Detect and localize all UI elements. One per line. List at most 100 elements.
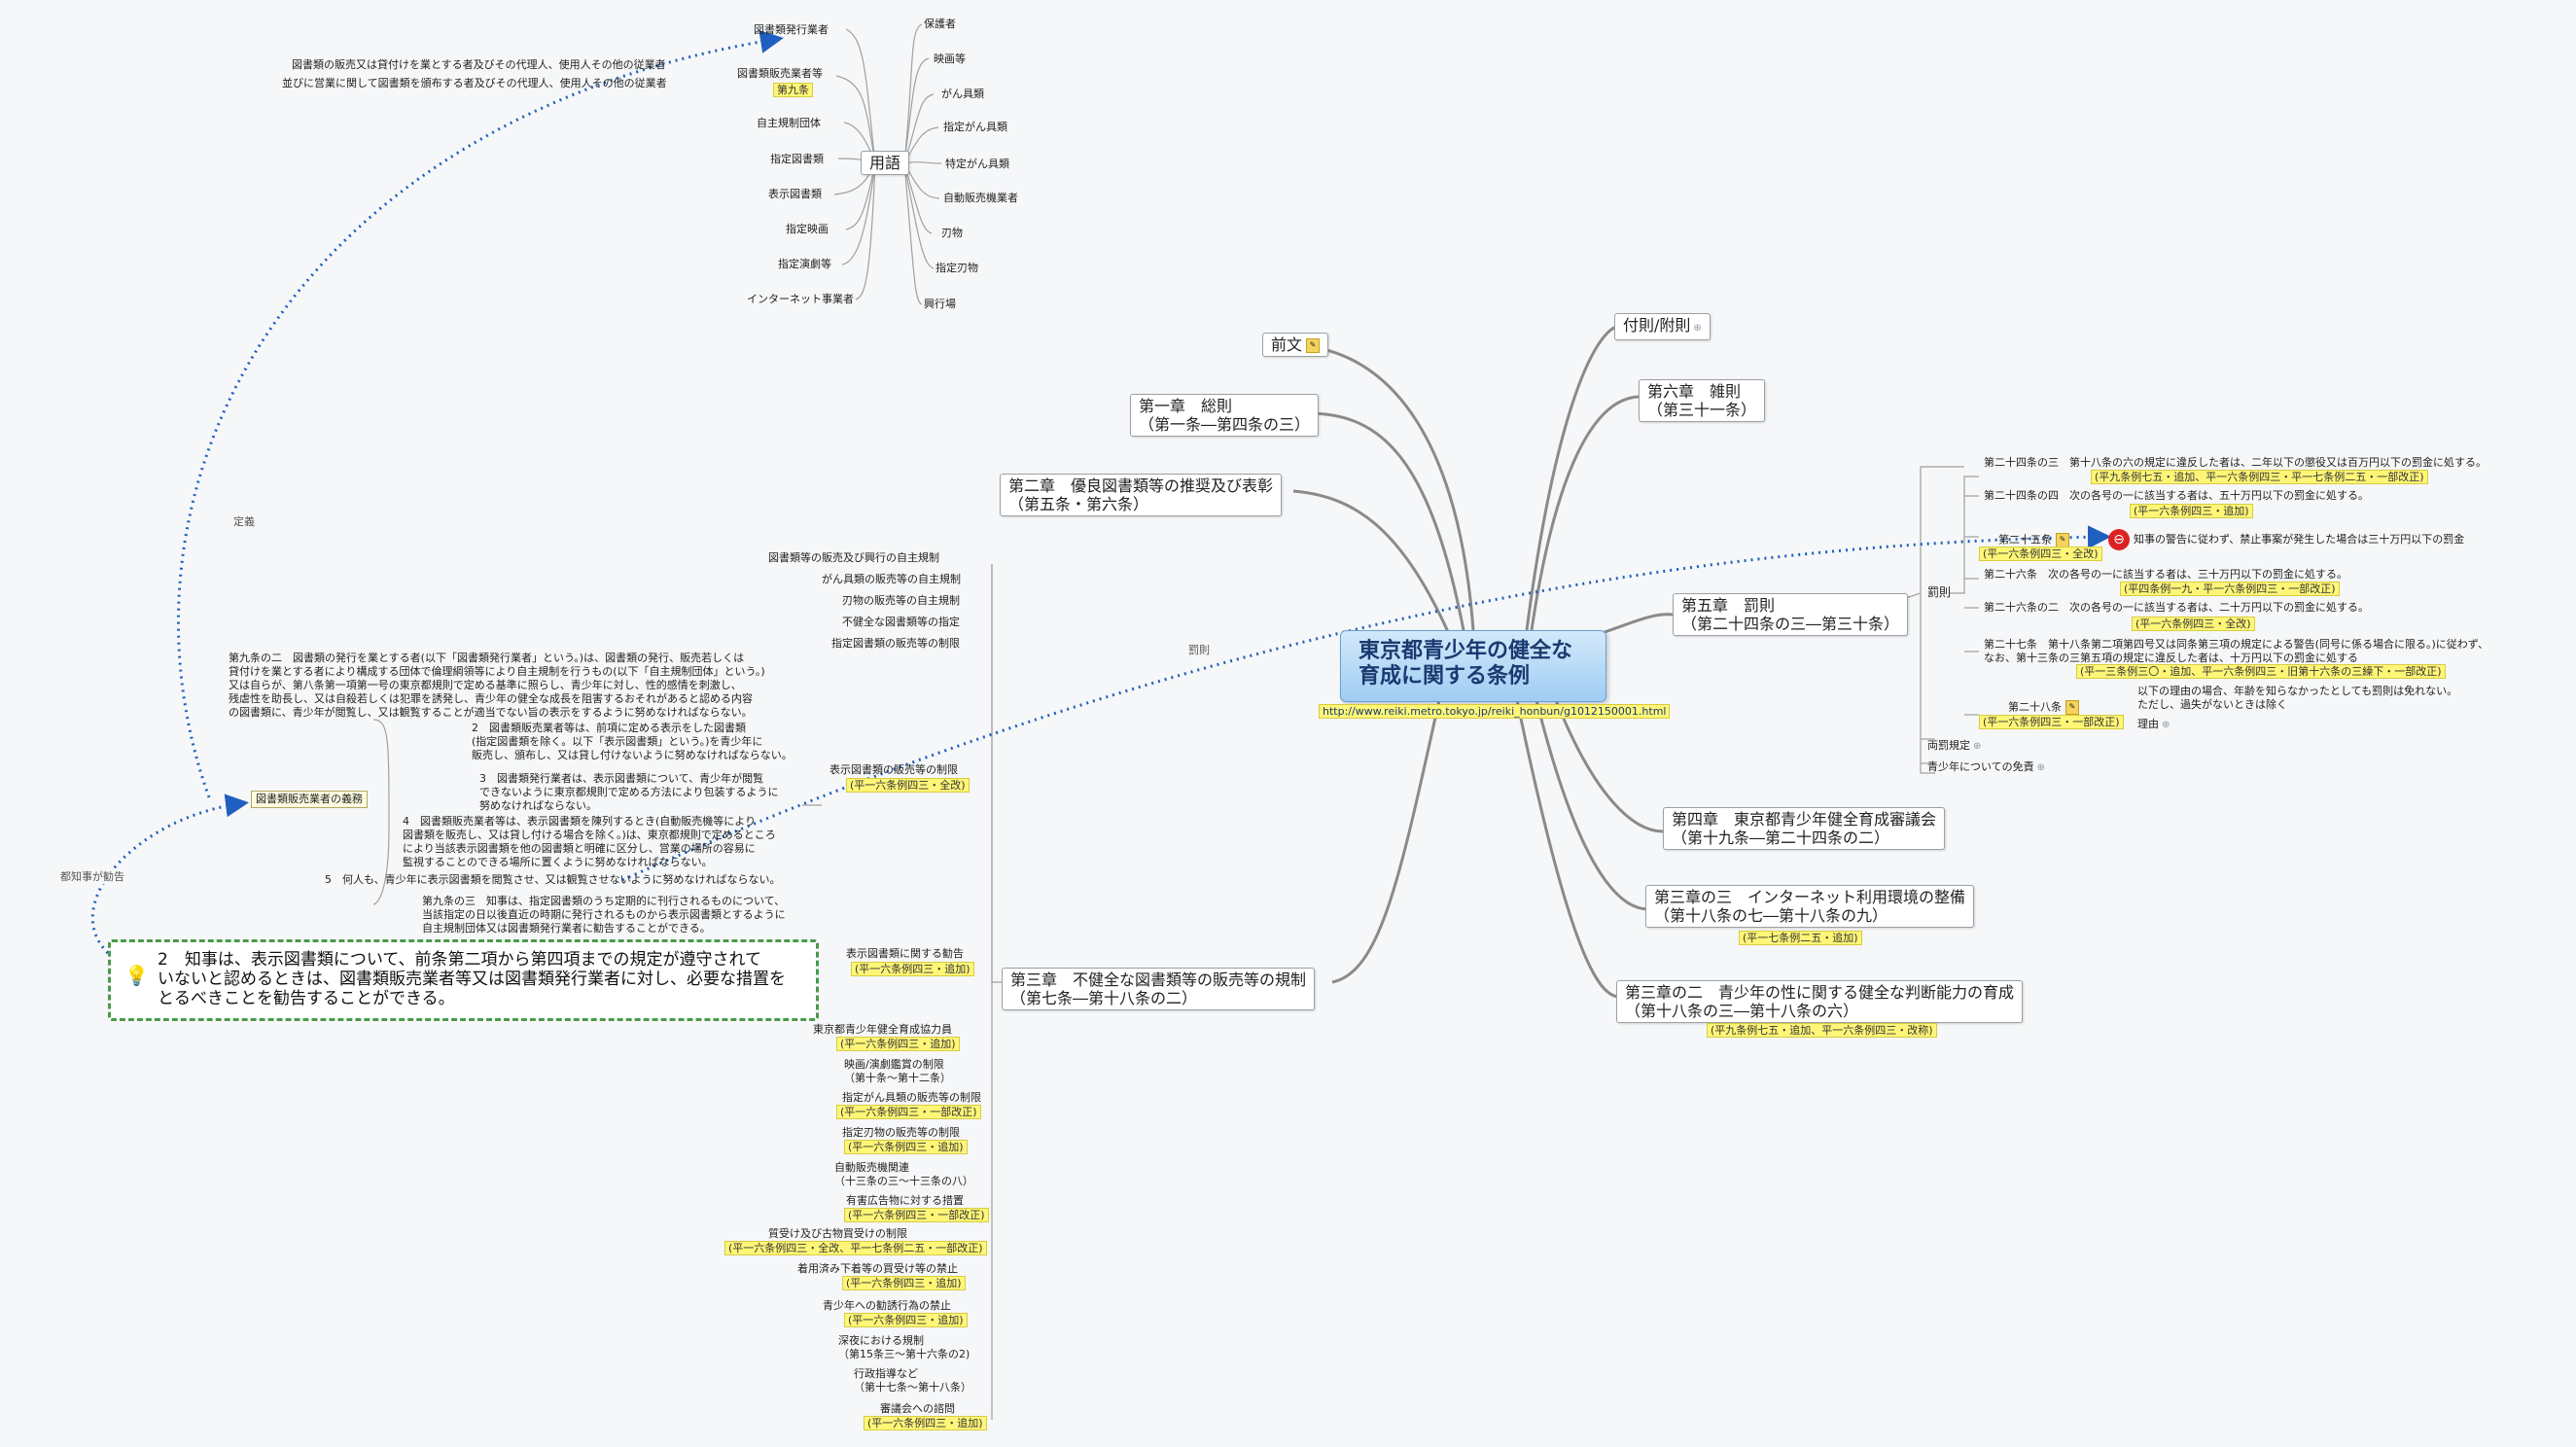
yogo-item[interactable]: 自主規制団体 — [757, 117, 821, 129]
penalty-note-3: (平四条例一九・平一六条例四三・一部改正) — [2120, 582, 2340, 596]
yogo-item[interactable]: 興行場 — [924, 298, 956, 310]
sansho-item[interactable]: 刃物の販売等の自主規制 — [842, 594, 960, 607]
yogo-item[interactable]: 指定がん具類 — [943, 121, 1007, 133]
penalty-25[interactable]: 第二十五条✎ — [1998, 533, 2069, 547]
penalty-27[interactable]: 第二十七条 第十八条第二項第四号又は同条第三項の規定による警告(同号に係る場合に… — [1984, 638, 2488, 664]
branch-rokusho — [1530, 395, 1640, 631]
sansho-item[interactable]: 着用済み下着等の買受け等の禁止 — [797, 1262, 958, 1275]
branch-yonsho — [1554, 699, 1664, 833]
penalty-note-6: (平一六条例四三・一部改正) — [1979, 715, 2124, 729]
sansho-item[interactable]: 自動販売機関連 （十三条の三～十三条の八） — [834, 1161, 973, 1187]
topic-issho[interactable]: 第一章 総則 （第一条―第四条の三） — [1130, 394, 1320, 437]
central-topic[interactable]: 東京都青少年の健全な 育成に関する条例 — [1340, 630, 1606, 702]
sansho-item[interactable]: 指定刃物の販売等の制限 — [842, 1126, 960, 1139]
yogo-item[interactable]: 指定刃物 — [935, 262, 978, 274]
sansho-item[interactable]: 映画/演劇鑑賞の制限 （第十条～第十二条） — [844, 1058, 951, 1084]
sansho-item[interactable]: 不健全な図書類等の指定 — [842, 616, 960, 628]
topic-ryobatsu[interactable]: 両罰規定⊕ — [1927, 739, 1982, 752]
kankoku-callout[interactable]: 💡 2 知事は、表示図書類について、前条第二項から第四項までの規定が遵守されて … — [108, 939, 819, 1021]
sansho-item[interactable]: 東京都青少年健全育成協力員 — [813, 1023, 952, 1036]
yogo-item[interactable]: 保護者 — [924, 18, 956, 30]
relation-teigi-line — [177, 30, 784, 798]
sansho-hyoji-kankoku[interactable]: 表示図書類に関する勧告 — [846, 947, 964, 960]
yogo-item[interactable]: 指定図書類 — [770, 153, 824, 165]
penalty-label[interactable]: 罰則 — [1927, 585, 1952, 599]
sansho-item[interactable]: 指定図書類の販売等の制限 — [831, 637, 960, 650]
branch-nisho — [1292, 489, 1451, 635]
branch-sansho — [1331, 699, 1441, 984]
penalty-26-2[interactable]: 第二十六条の二 次の各号の一に該当する者は、二十万円以下の罰金に処する。 — [1984, 601, 2369, 614]
sansho-item[interactable]: 行政指導など （第十七条～第十八条） — [854, 1367, 971, 1394]
no-entry-icon: ⊖ — [2108, 529, 2130, 550]
relation-label-kankoku[interactable]: 都知事が勧告 — [60, 868, 124, 884]
yogo-item[interactable]: 刃物 — [941, 227, 963, 239]
topic-sansho[interactable]: 第三章 不健全な図書類等の販売等の規制 （第七条―第十八条の二） — [1002, 968, 1316, 1010]
sansho-item[interactable]: がん具類の販売等の自主規制 — [822, 573, 961, 585]
topic-yonsho[interactable]: 第四章 東京都青少年健全育成審議会 （第十九条―第二十四条の二） — [1663, 807, 1946, 850]
sansho-item[interactable]: 審議会への諮問 — [880, 1402, 955, 1415]
branch-fusoku — [1525, 324, 1620, 631]
yogo-item[interactable]: インターネット事業者 — [747, 293, 854, 305]
yogo-item[interactable]: 特定がん具類 — [945, 158, 1009, 170]
sansho2-note: (平九条例七五・追加、平一六条例四三・改称) — [1707, 1023, 1937, 1038]
topic-yogo[interactable]: 用語 — [861, 151, 910, 175]
topic-gimu[interactable]: 図書類販売業者の義務 — [251, 791, 368, 808]
sansho-note: (平一六条例四三・追加) — [836, 1037, 960, 1051]
penalty-24-3[interactable]: 第二十四条の三 第十八条の六の規定に違反した者は、二年以下の懲役又は百万円以下の… — [1984, 456, 2487, 469]
sansho-item[interactable]: 青少年への勧誘行為の禁止 — [823, 1299, 951, 1312]
sansho-note: (平一六条例四三・追加) — [844, 1313, 968, 1327]
yogo-item[interactable]: 指定演劇等 — [778, 258, 831, 270]
yogo-item[interactable]: 図書類販売業者等 — [737, 67, 823, 80]
penalty-28-reason[interactable]: 理由⊕ — [2137, 718, 2170, 730]
dealer-note: 図書類の販売又は貸付けを業とする者及びその代理人、使用人その他の従業者 — [292, 58, 666, 71]
yogo-item[interactable]: 表示図書類 — [768, 188, 822, 200]
light-bulb-icon: 💡 — [124, 964, 149, 987]
yogo-item[interactable]: 指定映画 — [786, 223, 829, 235]
sansho-item[interactable]: 質受け及び古物買受けの制限 — [768, 1227, 907, 1240]
article-9-2-p5: 5 何人も、青少年に表示図書類を閲覧させ、又は観覧させないように努めなければなら… — [325, 873, 781, 886]
topic-nisho[interactable]: 第二章 優良図書類等の推奨及び表彰 （第五条・第六条） — [1000, 474, 1283, 516]
article-9-3: 第九条の三 知事は、指定図書類のうち定期的に刊行されるものについて、 当該指定の… — [422, 895, 786, 935]
memo-icon: ✎ — [2056, 533, 2069, 547]
hyoji-seigen-note: (平一六条例四三・全改) — [846, 778, 970, 793]
penalty-25-desc[interactable]: ⊖知事の警告に従わず、禁止事案が発生した場合は三十万円以下の罰金 — [2108, 529, 2464, 550]
sansho-note: (平一六条例四三・一部改正) — [836, 1105, 981, 1119]
topic-sansho3[interactable]: 第三章の三 インターネット利用環境の整備 （第十八条の七―第十八条の九） — [1645, 885, 1975, 928]
topic-zenbun[interactable]: 前文✎ — [1262, 333, 1329, 357]
article-9-2: 第九条の二 図書類の発行を業とする者(以下「図書類発行業者」という。)は、図書類… — [229, 652, 765, 719]
sansho-hyoji-seigen[interactable]: 表示図書類の販売等の制限 — [829, 763, 958, 776]
penalty-note-0: (平九条例七五・追加、平一六条例四三・平一七条例二五・一部改正) — [2091, 470, 2428, 484]
memo-icon: ✎ — [2065, 700, 2079, 715]
sansho-item[interactable]: 指定がん具類の販売等の制限 — [842, 1091, 981, 1104]
relation-label-batsusoku[interactable]: 罰則 — [1188, 642, 1210, 657]
topic-gosho[interactable]: 第五章 罰則 （第二十四条の三―第三十条） — [1673, 593, 1909, 636]
penalty-26[interactable]: 第二十六条 次の各号の一に該当する者は、三十万円以下の罰金に処する。 — [1984, 568, 2347, 581]
topic-rokusho[interactable]: 第六章 雑則 （第三十一条） — [1639, 379, 1766, 422]
yogo-item[interactable]: 映画等 — [934, 53, 966, 65]
sansho-item[interactable]: 図書類等の販売及び興行の自主規制 — [768, 551, 939, 564]
sansho-item[interactable]: 有害広告物に対する措置 — [846, 1194, 964, 1207]
topic-menseki[interactable]: 青少年についての免責⊕ — [1927, 760, 2046, 773]
yogo-item[interactable]: 自動販売機業者 — [943, 192, 1018, 204]
branch-sansho3 — [1535, 699, 1649, 911]
sansho3-note: (平一七条例二五・追加) — [1739, 931, 1862, 945]
relation-label-teigi[interactable]: 定義 — [233, 513, 255, 529]
yogo-item[interactable]: 図書類発行業者 — [754, 23, 829, 36]
central-url[interactable]: http://www.reiki.metro.tokyo.jp/reiki_ho… — [1319, 704, 1671, 719]
sansho-note: (平一六条例四三・全改、平一七条例二五・一部改正) — [724, 1241, 987, 1255]
penalty-28[interactable]: 第二十八条✎ — [2008, 700, 2079, 715]
sansho-note: (平一六条例四三・追加) — [864, 1416, 987, 1430]
penalty-24-4[interactable]: 第二十四条の四 次の各号の一に該当する者は、五十万円以下の罰金に処する。 — [1984, 489, 2369, 502]
dealer-note: 並びに営業に関して図書類を頒布する者及びその代理人、使用人その他の従業者 — [282, 77, 667, 89]
sansho-note: (平一六条例四三・一部改正) — [844, 1208, 989, 1222]
topic-fusoku[interactable]: 付則/附則⊕ — [1614, 313, 1711, 340]
branch-issho — [1307, 411, 1465, 631]
article-9-2-p3: 3 図書類発行業者は、表示図書類について、青少年が閲覧 できないように東京都規則… — [479, 772, 779, 812]
sansho-note: (平一六条例四三・追加) — [842, 1276, 966, 1290]
penalty-note-1: (平一六条例四三・追加) — [2130, 504, 2253, 518]
topic-sansho2[interactable]: 第三章の二 青少年の性に関する健全な判断能力の育成 （第十八条の三―第十八条の六… — [1616, 980, 2024, 1023]
article-9-2-p4: 4 図書類販売業者等は、表示図書類を陳列するとき(自動販売機等により 図書類を販… — [403, 815, 776, 868]
sansho-item[interactable]: 深夜における規制 （第15条三～第十六条の2) — [838, 1334, 970, 1360]
yogo-item[interactable]: がん具類 — [941, 88, 984, 100]
